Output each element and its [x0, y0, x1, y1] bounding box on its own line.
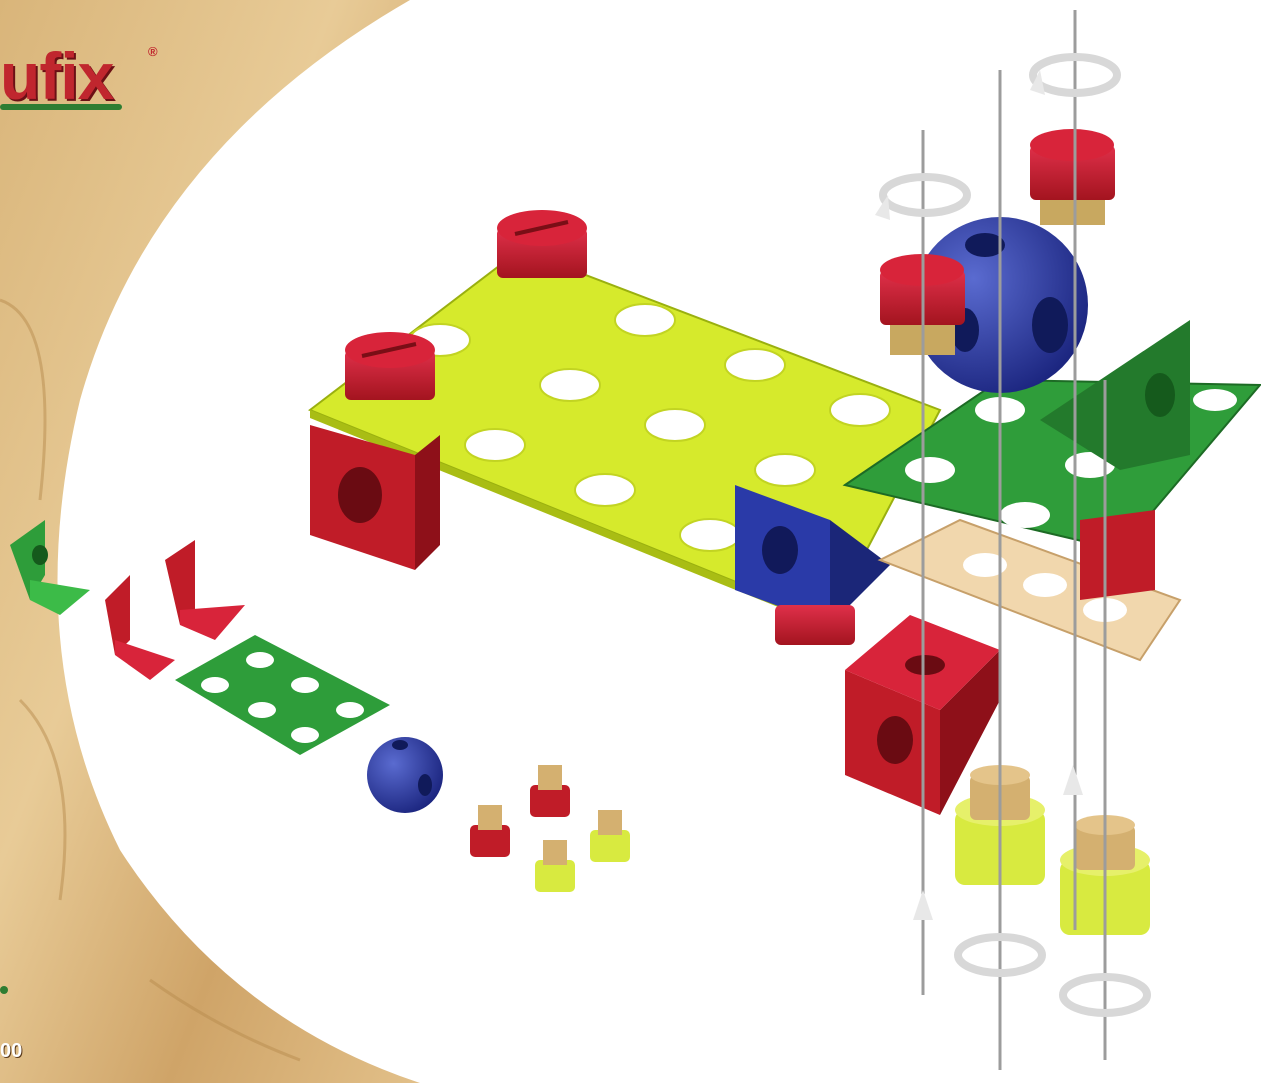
red-bolt-under: [775, 605, 855, 645]
small-screws: [470, 765, 630, 892]
red-small-bracket-1: [105, 575, 175, 680]
footer-code: 00: [0, 1040, 22, 1063]
blue-small-ball: [367, 737, 443, 813]
red-small-bracket-2: [165, 540, 245, 640]
brand-underline: [0, 104, 122, 110]
green-dot: [0, 986, 8, 994]
registered-mark: ®: [148, 44, 158, 59]
red-bolt-3: [1030, 129, 1115, 225]
red-bolt-1: [497, 210, 587, 278]
brand-logo: ufix: [0, 38, 113, 114]
red-bolt-2: [345, 332, 435, 400]
red-bracket-right: [1080, 510, 1155, 600]
green-small-plate: [175, 635, 390, 755]
